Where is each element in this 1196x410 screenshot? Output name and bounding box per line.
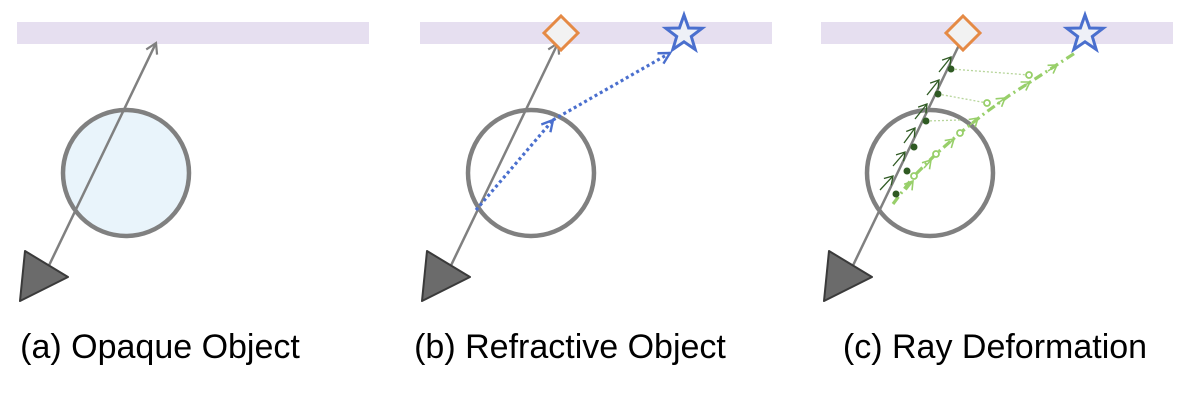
correspondence-lines: [925, 68, 1030, 122]
refracted-ray: [474, 118, 555, 212]
diamond-marker-icon: [943, 13, 983, 53]
camera-ray: [844, 42, 962, 281]
refracted-ray-exit: [552, 51, 673, 122]
panel-b: [420, 10, 772, 302]
deformed-ray-arrows: [903, 64, 1059, 191]
opaque-sphere: [60, 107, 192, 239]
deformed-ray: [891, 51, 1076, 205]
star-marker-icon: [1062, 10, 1108, 54]
refractive-sphere: [864, 107, 996, 239]
panel-a: [17, 22, 369, 302]
camera-triangle-icon: [19, 250, 69, 302]
deformed-sample-points: [910, 71, 1033, 180]
caption-ray-deformation: (c) Ray Deformation: [842, 328, 1148, 366]
background-plane: [17, 22, 369, 44]
camera-triangle-icon: [823, 250, 873, 302]
refractive-sphere: [465, 107, 597, 239]
background-plane: [420, 22, 772, 44]
camera-ray: [442, 41, 561, 281]
caption-opaque-object: (a) Opaque Object: [20, 328, 300, 366]
background-plane: [821, 22, 1173, 44]
caption-refractive-object: (b) Refractive Object: [414, 328, 726, 366]
panel-c: [821, 10, 1173, 302]
camera-ray: [40, 41, 159, 281]
ray-samples: [879, 56, 955, 198]
diamond-marker-icon: [541, 13, 581, 53]
star-marker-icon: [661, 10, 707, 54]
camera-triangle-icon: [421, 250, 471, 302]
